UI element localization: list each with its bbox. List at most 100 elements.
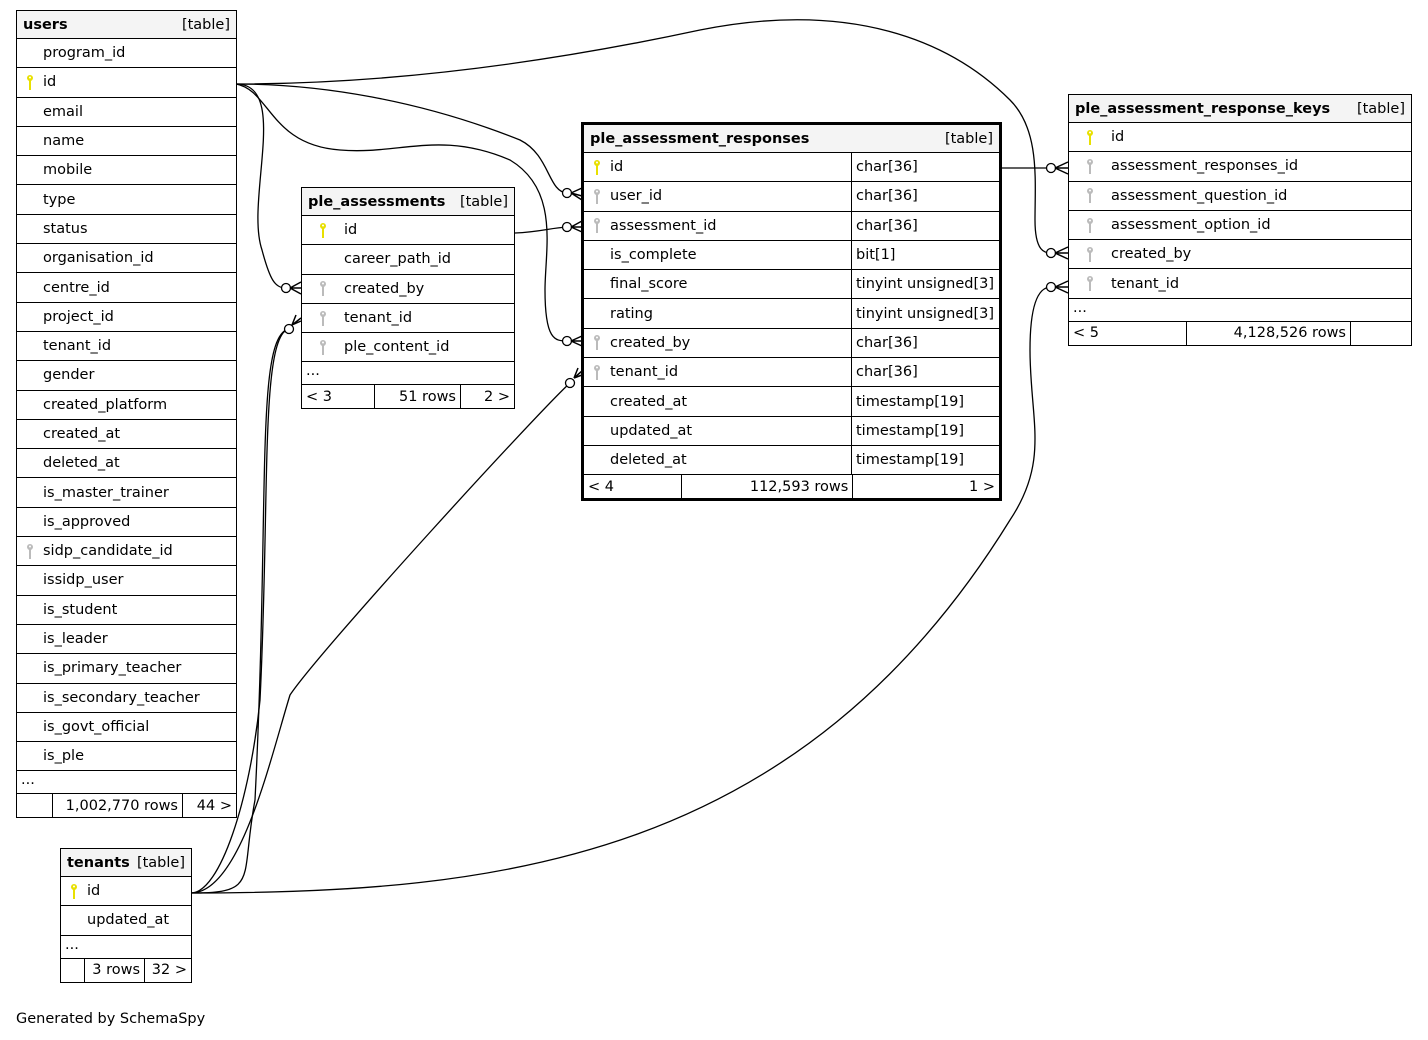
table-header[interactable]: users[table] — [17, 11, 236, 39]
column-row[interactable]: is_student — [17, 596, 236, 625]
column-row[interactable]: centre_id — [17, 273, 236, 303]
column-name[interactable]: sidp_candidate_id — [43, 543, 173, 560]
column-name[interactable]: type — [43, 191, 76, 208]
column-name[interactable]: program_id — [43, 45, 126, 62]
table-name[interactable]: ple_assessment_responses — [590, 130, 810, 147]
table-header[interactable]: ple_assessment_response_keys[table] — [1069, 95, 1411, 123]
column-row[interactable]: email — [17, 98, 236, 127]
column-name[interactable]: user_id — [610, 188, 663, 205]
more-columns-ellipsis[interactable]: ... — [1069, 299, 1411, 322]
column-row[interactable]: updated_at — [61, 906, 191, 936]
column-name[interactable]: updated_at — [610, 422, 693, 439]
column-row[interactable]: type — [17, 185, 236, 215]
column-name[interactable]: mobile — [43, 162, 93, 179]
column-row[interactable]: ple_content_id — [302, 333, 514, 363]
column-row[interactable]: id — [302, 216, 514, 246]
column-name[interactable]: name — [43, 133, 85, 150]
column-row[interactable]: assessment_option_id — [1069, 211, 1411, 241]
column-name[interactable]: rating — [610, 305, 653, 322]
child-count-link[interactable]: 44 > — [196, 797, 232, 814]
column-row[interactable]: project_id — [17, 303, 236, 332]
column-name[interactable]: is_leader — [43, 631, 108, 648]
table-name[interactable]: users — [23, 16, 68, 33]
table-name[interactable]: tenants — [67, 854, 130, 871]
column-row[interactable]: gender — [17, 361, 236, 391]
table-header[interactable]: tenants[table] — [61, 849, 191, 877]
column-row[interactable]: id — [17, 68, 236, 98]
column-name[interactable]: career_path_id — [344, 251, 452, 268]
column-row[interactable]: is_master_trainer — [17, 478, 236, 508]
column-row[interactable]: tenant_id — [1069, 269, 1411, 299]
column-name[interactable]: id — [87, 883, 101, 900]
table-header[interactable]: ple_assessments[table] — [302, 188, 514, 216]
table-name[interactable]: ple_assessments — [308, 193, 446, 210]
column-name[interactable]: id — [43, 74, 57, 91]
column-name[interactable]: id — [610, 159, 624, 176]
column-row[interactable]: assessment_responses_id — [1069, 152, 1411, 182]
child-count-link[interactable] — [1351, 322, 1411, 345]
column-row[interactable]: is_ple — [17, 742, 236, 772]
column-name[interactable]: is_approved — [43, 513, 131, 530]
column-name[interactable]: tenant_id — [1111, 275, 1180, 292]
column-name[interactable]: project_id — [43, 308, 114, 325]
column-name[interactable]: final_score — [610, 276, 688, 293]
column-name[interactable]: deleted_at — [43, 455, 120, 472]
column-name[interactable]: created_by — [1111, 246, 1192, 263]
column-name[interactable]: centre_id — [43, 279, 110, 296]
column-row[interactable]: is_leader — [17, 625, 236, 655]
column-name[interactable]: created_by — [610, 334, 691, 351]
column-row[interactable]: assessment_question_id — [1069, 182, 1411, 211]
column-row[interactable]: status — [17, 215, 236, 245]
column-row[interactable]: is_govt_official — [17, 713, 236, 743]
column-name[interactable]: assessment_option_id — [1111, 217, 1271, 234]
column-name[interactable]: created_at — [43, 426, 121, 442]
column-row[interactable]: is_primary_teacher — [17, 654, 236, 684]
column-name[interactable]: assessment_responses_id — [1111, 158, 1299, 175]
parent-count-link[interactable] — [17, 794, 53, 818]
column-name[interactable]: is_primary_teacher — [43, 660, 182, 677]
parent-count-link[interactable]: < 5 — [1069, 321, 1187, 345]
parent-count-link[interactable]: < 4 — [584, 475, 682, 499]
column-name[interactable]: is_master_trainer — [43, 484, 169, 501]
column-row[interactable]: career_path_id — [302, 245, 514, 275]
column-name[interactable]: is_complete — [610, 247, 697, 264]
column-name[interactable]: is_student — [43, 601, 118, 618]
table-header[interactable]: ple_assessment_responses[table] — [584, 125, 999, 153]
column-name[interactable]: tenant_id — [43, 338, 112, 355]
column-name[interactable]: assessment_id — [610, 217, 717, 234]
column-name[interactable]: created_at — [610, 393, 688, 410]
column-row[interactable]: sidp_candidate_id — [17, 537, 236, 567]
column-name[interactable]: gender — [43, 367, 95, 384]
more-columns-ellipsis[interactable]: ... — [17, 771, 236, 795]
column-name[interactable]: email — [43, 103, 83, 120]
column-row[interactable]: issidp_user — [17, 566, 236, 596]
column-name[interactable]: created_platform — [43, 396, 168, 413]
column-name[interactable]: assessment_question_id — [1111, 187, 1288, 204]
column-row[interactable]: created_at — [17, 420, 236, 450]
more-columns-ellipsis[interactable]: ... — [302, 362, 514, 386]
column-row[interactable]: is_secondary_teacher — [17, 684, 236, 713]
column-name[interactable]: issidp_user — [43, 572, 124, 589]
parent-count-link[interactable]: < 3 — [302, 385, 375, 409]
column-row[interactable]: created_by — [302, 275, 514, 304]
column-row[interactable]: is_approved — [17, 508, 236, 538]
column-row[interactable]: created_platform — [17, 391, 236, 420]
column-row[interactable]: program_id — [17, 39, 236, 69]
column-name[interactable]: tenant_id — [610, 364, 679, 381]
column-name[interactable]: deleted_at — [610, 452, 687, 469]
column-row[interactable]: deleted_at — [17, 449, 236, 479]
column-name[interactable]: id — [344, 222, 358, 239]
column-name[interactable]: tenant_id — [344, 310, 413, 327]
